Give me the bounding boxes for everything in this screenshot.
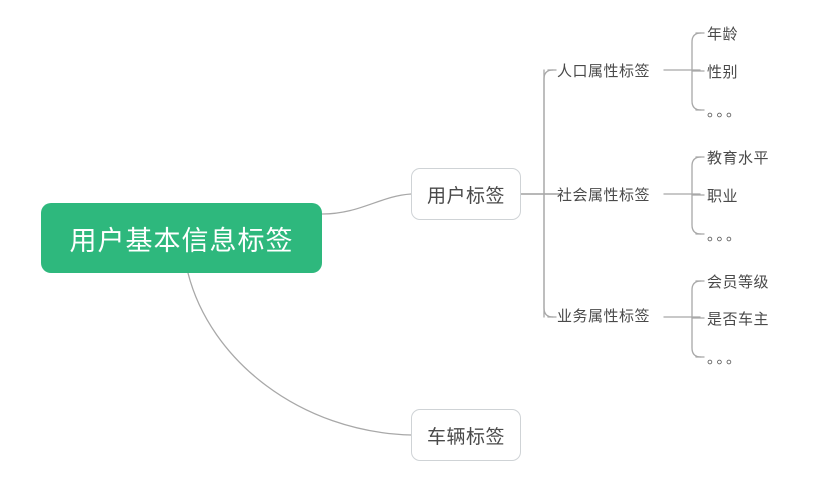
branch-node-user-label[interactable]: 用户标签 (411, 168, 521, 220)
attribute-bracket (543, 69, 554, 318)
edge-root-to-user-label (321, 193, 412, 215)
leaf-node-age-label: 年龄 (707, 24, 739, 43)
edge-root-to-vehicle-label (187, 272, 412, 436)
branch-node-user-label-text: 用户标签 (426, 184, 505, 207)
attribute-node-business-label: 业务属性标签 (557, 306, 651, 325)
attribute-node-social[interactable]: 社会属性标签 (557, 182, 663, 206)
leaf-node-education-level-label: 教育水平 (707, 148, 770, 167)
leaf-node-gender[interactable]: 性别 (707, 60, 817, 82)
leaf-node-business-more[interactable]: 。。。 (707, 346, 817, 368)
leaf-node-gender-label: 性别 (707, 62, 739, 81)
leaf-node-demographic-more[interactable]: 。。。 (707, 99, 817, 121)
leaf-bracket-0 (691, 32, 702, 111)
leaf-node-membership-level[interactable]: 会员等级 (707, 270, 817, 292)
leaf-node-age[interactable]: 年龄 (707, 22, 817, 44)
root-node[interactable]: 用户基本信息标签 (41, 203, 322, 273)
branch-node-vehicle-label-text: 车辆标签 (426, 425, 505, 448)
leaf-node-occupation[interactable]: 职业 (707, 184, 817, 206)
leaf-node-demographic-more-label: 。。。 (707, 101, 744, 120)
leaf-node-is-car-owner-label: 是否车主 (707, 309, 770, 328)
attribute-node-business[interactable]: 业务属性标签 (557, 303, 663, 327)
leaf-bracket-1 (691, 156, 702, 235)
leaf-node-social-more[interactable]: 。。。 (707, 223, 817, 245)
attribute-node-demographic[interactable]: 人口属性标签 (557, 58, 663, 82)
leaf-node-is-car-owner[interactable]: 是否车主 (707, 307, 817, 329)
attribute-node-social-label: 社会属性标签 (557, 185, 651, 204)
branch-node-vehicle-label[interactable]: 车辆标签 (411, 409, 521, 461)
leaf-node-social-more-label: 。。。 (707, 225, 744, 244)
leaf-node-membership-level-label: 会员等级 (707, 272, 770, 291)
leaf-node-education-level[interactable]: 教育水平 (707, 146, 817, 168)
leaf-node-occupation-label: 职业 (707, 186, 739, 205)
leaf-bracket-2 (691, 280, 702, 358)
leaf-node-business-more-label: 。。。 (707, 348, 744, 367)
root-node-label: 用户基本信息标签 (69, 225, 294, 257)
attribute-node-demographic-label: 人口属性标签 (557, 61, 651, 80)
